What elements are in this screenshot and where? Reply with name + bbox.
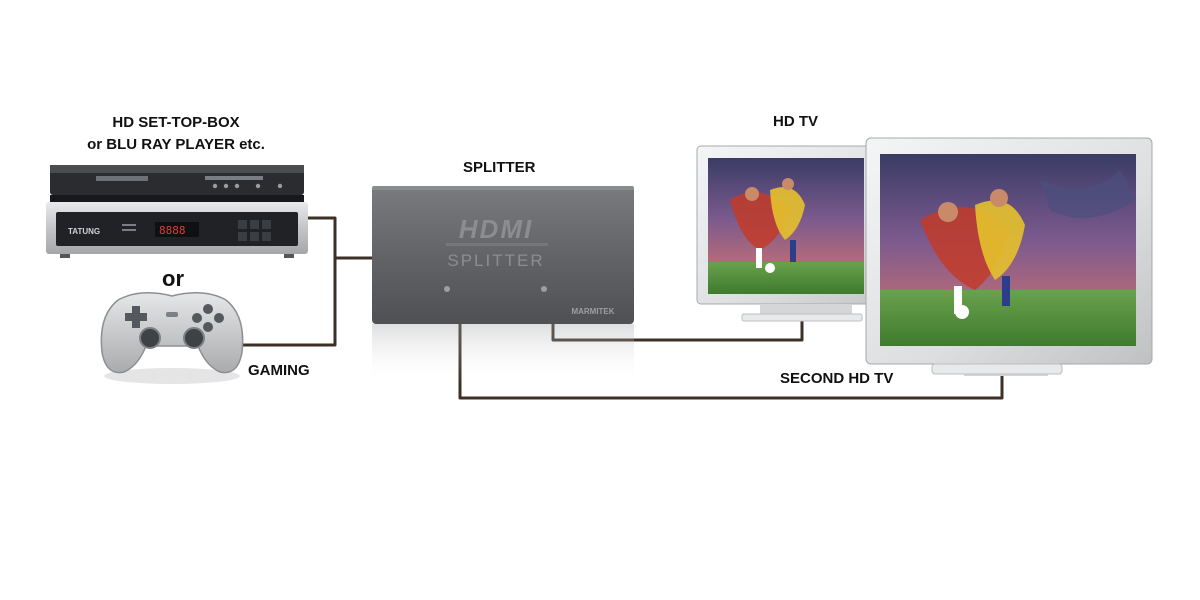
second-hd-tv-label: SECOND HD TV	[780, 370, 894, 387]
gaming-label: GAMING	[248, 362, 310, 379]
stb-brand: TATUNG	[68, 227, 100, 236]
source-label: HD SET-TOP-BOX or BLU RAY PLAYER etc.	[60, 112, 292, 156]
source-label-line1: HD SET-TOP-BOX	[112, 114, 240, 131]
second-hd-tv	[865, 137, 1153, 376]
splitter-device-name: SPLITTER	[447, 251, 544, 270]
cable-gaming	[238, 258, 337, 347]
stb-display: 8888	[159, 224, 186, 237]
gamepad-icon	[100, 292, 244, 384]
cable-source	[302, 216, 372, 260]
or-label: or	[162, 266, 184, 291]
splitter-logo: HDMI	[459, 214, 533, 244]
set-top-box-stack: TATUNG 8888	[46, 165, 308, 258]
source-label-line2: or BLU RAY PLAYER etc.	[87, 136, 265, 153]
hdmi-splitter-device: HDMI SPLITTER MARMITEK	[372, 186, 634, 384]
splitter-brand: MARMITEK	[571, 307, 614, 316]
splitter-label: SPLITTER	[463, 159, 536, 176]
hd-tv-label: HD TV	[773, 113, 818, 130]
hd-tv	[696, 145, 916, 322]
